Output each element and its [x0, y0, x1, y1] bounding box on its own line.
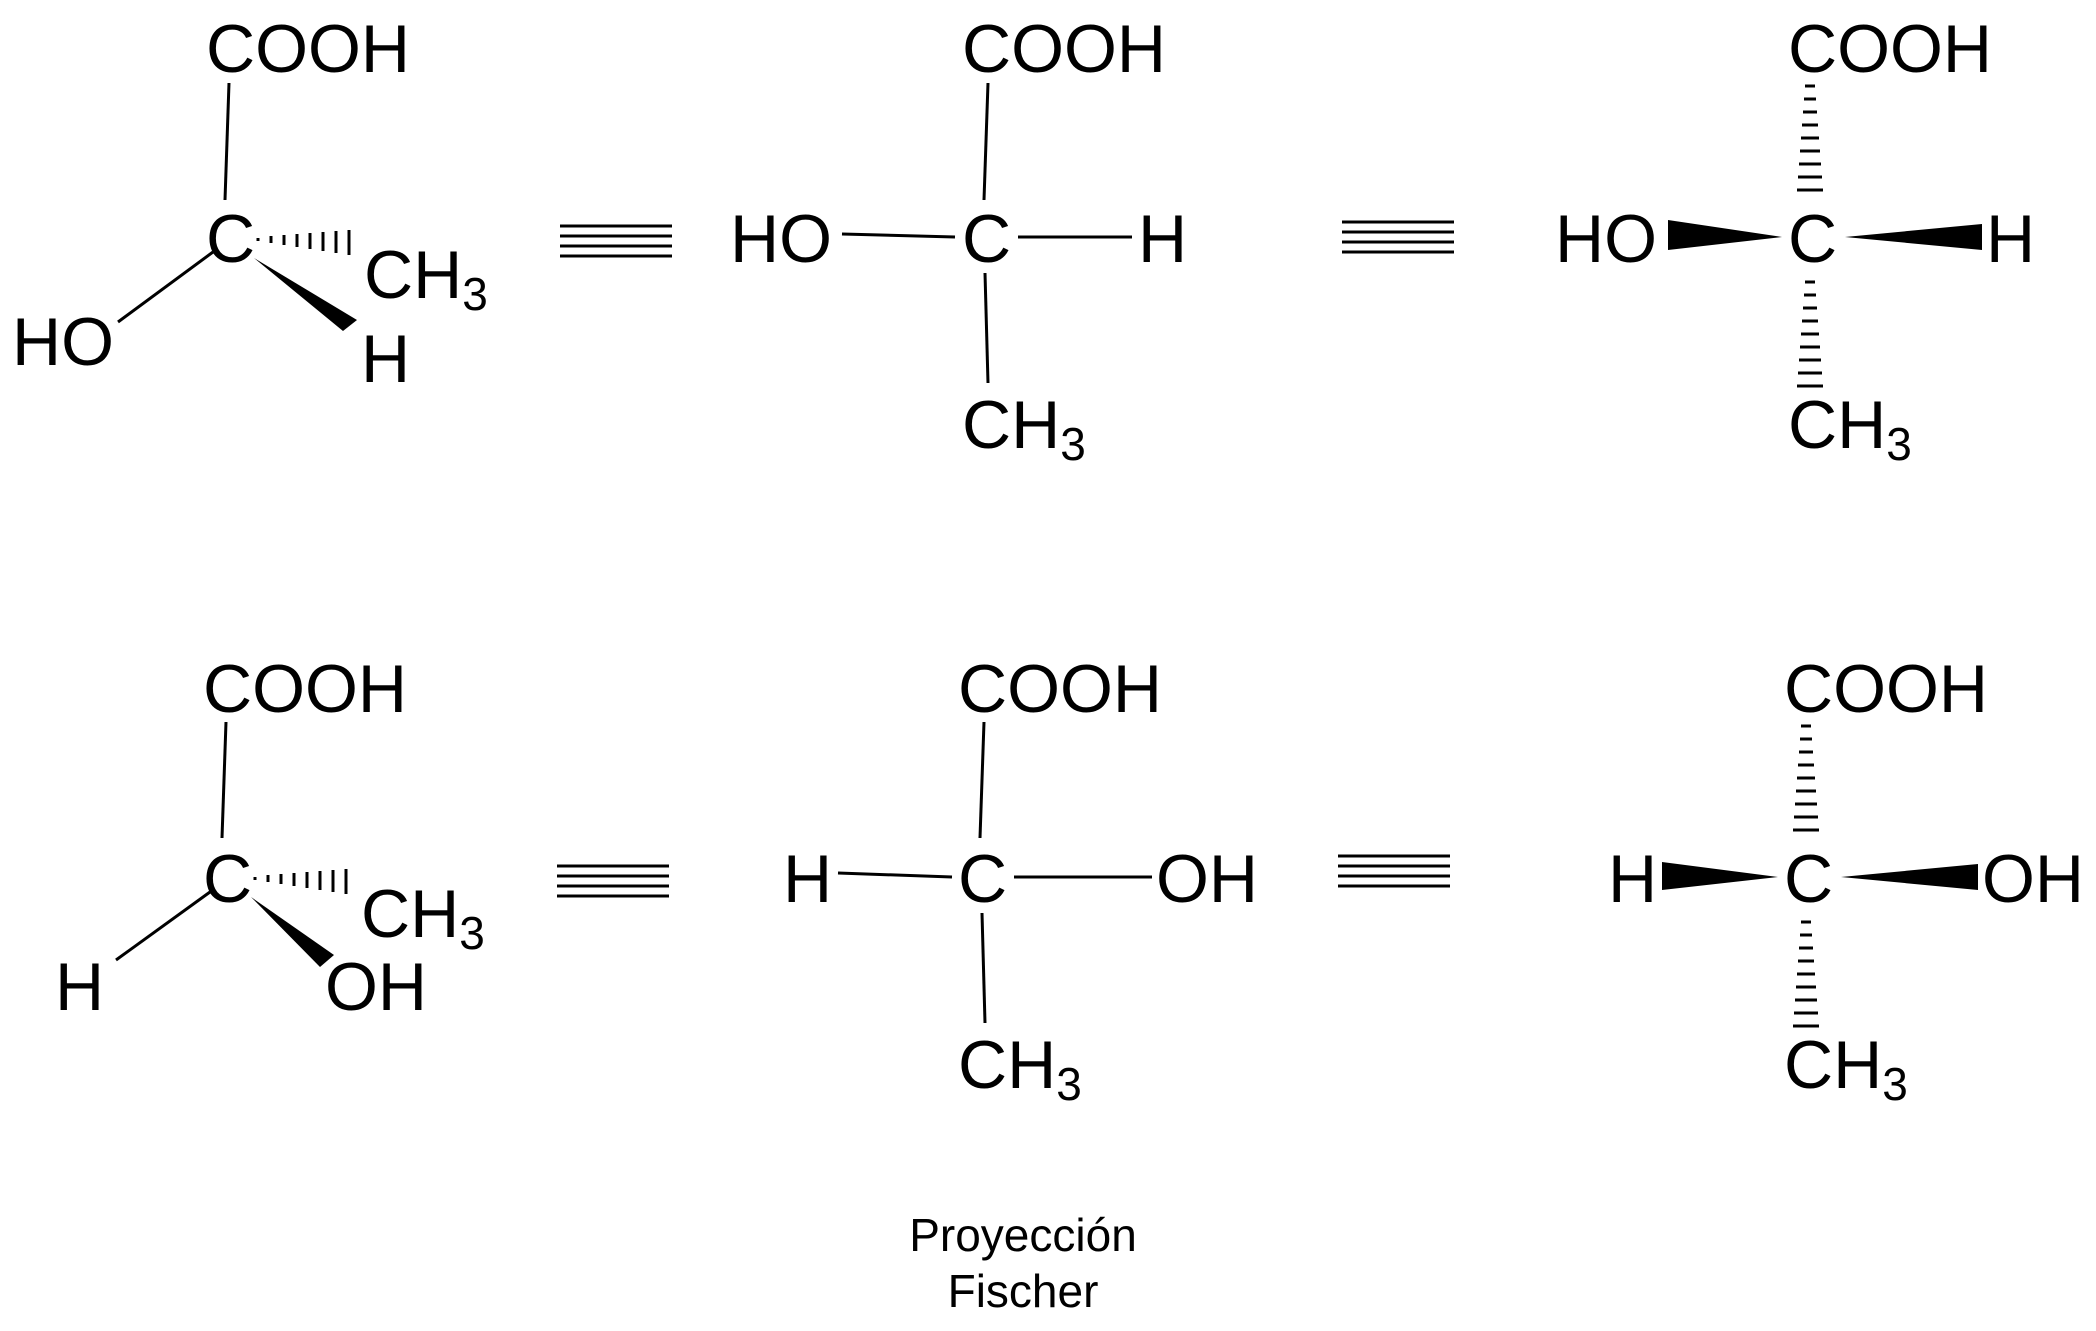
r2p3-oh-label: OH — [1982, 841, 2084, 917]
caption-line-1: Proyección — [909, 1209, 1137, 1261]
r2p3-wedge-bond-h — [1662, 862, 1778, 890]
caption: Proyección Fischer — [909, 1209, 1137, 1317]
r1p3-carbon-label: C — [1788, 201, 1837, 277]
row1-equivalence-symbol-1 — [560, 224, 672, 258]
r2p2-cooh-label: COOH — [958, 651, 1162, 727]
row2-wedge-fischer-molecule: COOH H C OH CH3 — [1608, 651, 2084, 1110]
r2p1-bond-cooh — [220, 721, 228, 839]
r2p3-hash-bond-cooh — [1793, 724, 1819, 832]
r1p1-ho-label: HO — [12, 304, 114, 380]
r2p1-hash-bond-ch3 — [253, 869, 348, 894]
row2-fischer-molecule: COOH H C OH CH3 — [783, 651, 1258, 1110]
r1p1-cooh-label: COOH — [206, 11, 410, 87]
r1p3-wedge-bond-h — [1845, 224, 1982, 250]
r2p3-cooh-label: COOH — [1784, 651, 1988, 727]
r1p3-hash-bond-cooh — [1797, 84, 1823, 192]
r2p2-oh-label: OH — [1156, 841, 1258, 917]
r2p3-ch3-label: CH3 — [1784, 1027, 1908, 1110]
r2p1-h-label: H — [55, 949, 104, 1025]
row1-perspective-molecule: COOH C HO H CH3 — [12, 11, 488, 397]
r2p2-ch3-label: CH3 — [958, 1027, 1082, 1110]
r2p3-wedge-bond-oh — [1841, 864, 1978, 890]
r2p1-oh-label: OH — [325, 949, 427, 1025]
r2p1-cooh-label: COOH — [203, 651, 407, 727]
row2-equivalence-symbol-1 — [557, 864, 669, 898]
row1-fischer-molecule: COOH HO C H CH3 — [730, 11, 1187, 470]
r2p2-bond-ch3 — [980, 912, 987, 1024]
r1p2-carbon-label: C — [962, 201, 1011, 277]
r2p1-ch3-label: CH3 — [361, 876, 485, 959]
r2p1-bond-h — [115, 890, 211, 962]
r1p3-h-label: H — [1986, 201, 2035, 277]
r1p3-wedge-bond-ho — [1668, 220, 1782, 250]
r2p3-h-label: H — [1608, 841, 1657, 917]
row2-equivalence-symbol-2 — [1338, 854, 1450, 888]
r1p1-ch3-label: CH3 — [364, 237, 488, 320]
r1p2-h-label: H — [1138, 201, 1187, 277]
r1p1-carbon-label: C — [206, 201, 255, 277]
r1p1-hash-bond-ch3 — [256, 230, 351, 255]
r2p2-h-label: H — [783, 841, 832, 917]
r1p3-ho-label: HO — [1555, 201, 1657, 277]
r2p2-carbon-label: C — [958, 841, 1007, 917]
r2p2-bond-h — [837, 871, 953, 879]
r2p1-wedge-bond-oh — [251, 897, 334, 967]
r1p1-wedge-bond-h — [254, 258, 357, 331]
row1-wedge-fischer-molecule: COOH HO C H CH3 — [1555, 11, 2035, 470]
caption-line-2: Fischer — [948, 1265, 1099, 1317]
r2p3-carbon-label: C — [1784, 841, 1833, 917]
r1p2-bond-ho — [841, 232, 956, 239]
r2p3-hash-bond-ch3 — [1793, 920, 1819, 1028]
r1p3-ch3-label: CH3 — [1788, 387, 1912, 470]
r1p2-bond-ch3 — [983, 272, 990, 384]
r2p2-bond-cooh — [978, 721, 986, 839]
r1p1-bond-ho — [117, 250, 214, 324]
r1p2-ch3-label: CH3 — [962, 387, 1086, 470]
r1p1-bond-cooh — [223, 82, 231, 201]
r2p1-carbon-label: C — [203, 841, 252, 917]
r1p2-bond-cooh — [982, 82, 990, 201]
row1-equivalence-symbol-2 — [1342, 220, 1454, 254]
row2-perspective-molecule: COOH C H OH CH3 — [55, 651, 485, 1025]
r1p3-hash-bond-ch3 — [1797, 280, 1823, 388]
r1p2-cooh-label: COOH — [962, 11, 1166, 87]
r1p3-cooh-label: COOH — [1788, 11, 1992, 87]
r1p1-h-label: H — [361, 321, 410, 397]
r1p2-ho-label: HO — [730, 201, 832, 277]
